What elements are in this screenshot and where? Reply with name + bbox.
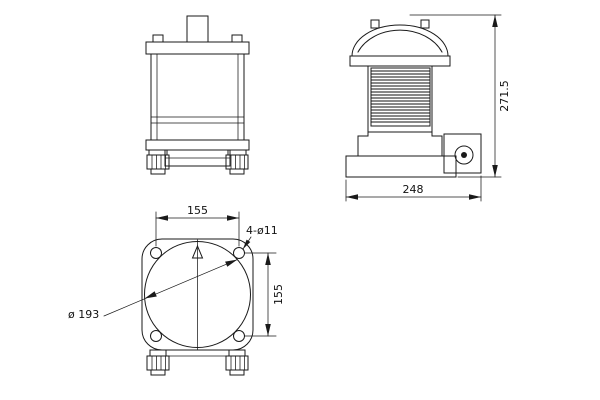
fresnel-lens-hatching (371, 70, 430, 123)
bottom-cable-gland-right (225, 349, 249, 376)
side-dome-arc (351, 24, 449, 57)
front-base-band (145, 139, 250, 151)
orientation-triangle (191, 244, 204, 259)
side-base (345, 155, 457, 178)
dim-diameter-leader (103, 259, 238, 317)
bolt-hole-bottom-left (150, 330, 162, 342)
dimension-flange-diameter: ø 193 (68, 259, 238, 321)
side-lens-housing-walls (367, 65, 433, 133)
dim-v155-extension-lines (244, 252, 277, 337)
front-cable-gland-right (225, 149, 249, 175)
dim-diameter-label: ø 193 (68, 308, 99, 321)
bottom-view: 155 155 ø 193 4-ø11 (68, 204, 285, 376)
front-top-flange (145, 41, 250, 55)
dim-height-extension-lines (409, 14, 502, 178)
front-cable-gland-left (146, 149, 170, 175)
side-handle-arc (357, 29, 443, 53)
dim-h155-label: 155 (187, 204, 208, 217)
dim-width-label: 248 (403, 183, 424, 196)
side-dome-bolt-left (370, 19, 380, 29)
front-body-inner-walls (156, 53, 239, 141)
side-lower-body-steps (357, 131, 443, 157)
dimension-width: 248 (345, 175, 482, 202)
side-fresnel-lens (370, 67, 431, 127)
bolt-hole-top-left (150, 247, 162, 259)
bolt-holes-label: 4-ø11 (246, 224, 278, 237)
side-switch-knob-center (461, 152, 467, 158)
side-switch-box (443, 133, 482, 174)
side-dome-flange (349, 55, 451, 67)
dim-v155-label: 155 (272, 284, 285, 305)
front-view (145, 15, 250, 175)
bolt-hole-bottom-right (233, 330, 245, 342)
front-flange-bolt-right (231, 34, 243, 43)
dimension-height: 271.5 (409, 14, 511, 178)
front-body (150, 53, 245, 141)
front-flange-bolt-left (152, 34, 164, 43)
front-body-band-lines (150, 116, 245, 124)
dim-height-label: 271.5 (498, 80, 511, 112)
side-dome-bolt-right (420, 19, 430, 29)
dimension-bolt-spacing-horizontal: 155 (155, 204, 240, 247)
dimension-bolt-spacing-vertical: 155 (244, 252, 285, 337)
side-switch-knob (454, 145, 474, 165)
front-top-stem (186, 15, 209, 43)
side-view: 248 271.5 (345, 14, 511, 202)
bottom-cable-gland-left (146, 349, 170, 376)
dimension-bolt-holes: 4-ø11 (242, 224, 278, 250)
